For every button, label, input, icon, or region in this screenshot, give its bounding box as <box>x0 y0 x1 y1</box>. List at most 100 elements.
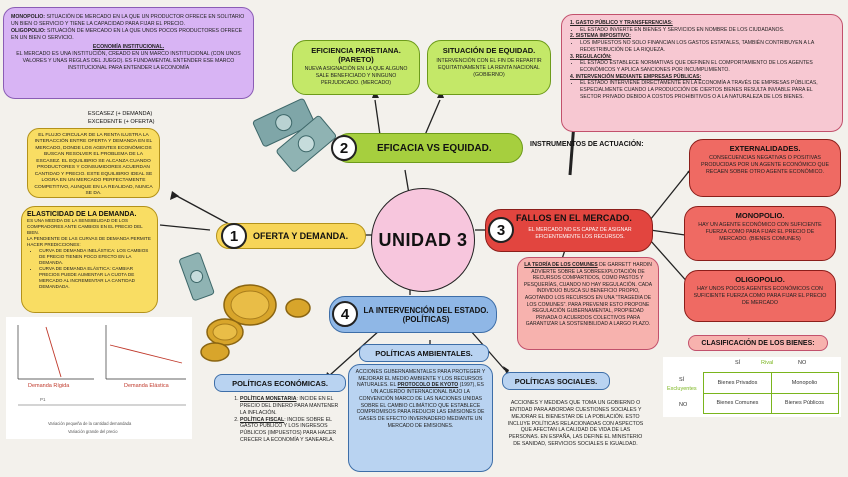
col-si-label: SÍ <box>735 360 741 366</box>
ambientales-text-2: (1997), ES UN ACUERDO INTERNACIONAL BAJO… <box>356 382 485 429</box>
elastic-demand-curve <box>109 344 183 364</box>
instrument-3-text: EL ESTADO ESTABLECE NORMATIVAS QUE DEFIN… <box>580 60 834 73</box>
elasticidad-box: ELASTICIDAD DE LA DEMANDA. ES UNA MEDIDA… <box>21 206 158 313</box>
politica-fiscal-text: : INCIDE SOBRE EL GASTO PÚBLICO Y LOS IN… <box>240 416 337 444</box>
clasificacion-title: CLASIFICACIÓN DE LOS BIENES: <box>701 339 815 347</box>
instrument-3-title: 3. REGULACIÓN: <box>570 53 612 60</box>
col-no-label: NO <box>798 360 807 366</box>
center-title: UNIDAD 3 <box>378 229 468 250</box>
hardin-title: LA TEORÍA DE LOS COMUNES <box>524 262 598 268</box>
ambientales-text-1: ACCIONES GUBERNAMENTALES PARA PROTEGER Y… <box>355 369 486 389</box>
unidad-3-center: UNIDAD 3 <box>371 188 475 292</box>
politica-monetaria-text: : INCIDE EN EL PRECIO DEL DINERO PARA MA… <box>240 396 339 416</box>
equidad-box: SITUACIÓN DE EQUIDAD. INTERVENCIÓN CON E… <box>427 40 551 95</box>
intervencion-title: LA INTERVENCIÓN DEL ESTADO. (POLÍTICAS) <box>363 305 489 324</box>
politicas-economicas-text: POLÍTICA MONETARIA: INCIDE EN EL PRECIO … <box>226 392 346 462</box>
politicas-sociales-title: POLÍTICAS SOCIALES. <box>514 376 598 386</box>
pareto-box: EFICIENCIA PARETIANA. (PARETO) NUEVA ASI… <box>292 40 420 95</box>
elasticidad-intro: ES UNA MEDIDA DE LA SENSIBILIDAD DE LOS … <box>27 218 143 235</box>
eficacia-pill: EFICACIA VS EQUIDAD. <box>334 133 523 163</box>
clasificacion-pill: CLASIFICACIÓN DE LOS BIENES: <box>688 335 828 351</box>
flujo-circular-box: EL FLUJO CIRCULAR DE LA RENTA ILUSTRA LA… <box>27 128 160 198</box>
market-definitions-box: MONOPOLIO: SITUACIÓN DE MERCADO EN LA QU… <box>3 7 254 99</box>
hardin-box: LA TEORÍA DE LOS COMUNES DE GARRETT HARD… <box>517 257 659 350</box>
bienes-comunes-cell: Bienes Comunes <box>704 393 772 413</box>
externalidades-box: EXTERNALIDADES. CONSECUENCIAS NEGATIVAS … <box>689 139 841 197</box>
flujo-circular-text: EL FLUJO CIRCULAR DE LA RENTA ILUSTRA LA… <box>34 133 153 197</box>
inelastica-bullet: CURVA DE DEMANDA INELÁSTICA: LOS CAMBIOS… <box>39 248 152 266</box>
externalidades-text: CONSECUENCIAS NEGATIVAS O POSITIVAS PROD… <box>700 155 830 175</box>
instrument-2-title: 2. SISTEMA IMPOSITIVO: <box>570 33 631 40</box>
banknotes-illustration <box>252 98 337 172</box>
politicas-sociales-text-box: ACCIONES Y MEDIDAS QUE TOMA UN GOBIERNO … <box>503 398 648 466</box>
politicas-economicas-title: POLÍTICAS ECONÓMICAS. <box>232 378 328 388</box>
instrument-2-text: LOS IMPUESTOS NO SOLO FINANCIAN LOS GAST… <box>580 40 834 53</box>
rigid-demand-curve <box>45 326 62 378</box>
oligopolio-text: HAY UNOS POCOS AGENTES ECONÓMICOS CON SU… <box>693 286 827 306</box>
externalidades-title: EXTERNALIDADES. <box>729 144 801 153</box>
fallos-title: FALLOS EN EL MERCADO. <box>516 213 632 223</box>
demanda-elastica-label: Demanda Elástica <box>124 383 169 389</box>
politicas-sociales-pill: POLÍTICAS SOCIALES. <box>502 372 610 390</box>
number-3-badge: 3 <box>488 217 514 243</box>
economia-institucional-title: ECONOMÍA INSTITUCIONAL. <box>92 44 165 51</box>
oligopolio-title: OLIGOPOLIO. <box>735 275 785 284</box>
row-excluyentes-label: Excluyentes <box>667 386 697 392</box>
oligopolio-definition: SITUACIÓN DE MERCADO EN LA QUE UNOS POCO… <box>11 27 243 41</box>
elasticity-graph: Demanda Rígida Demanda Elástica P1 Varia… <box>6 317 192 439</box>
instrumentos-box: 1. GASTO PÚBLICO Y TRANSFERENCIAS: EL ES… <box>561 14 843 132</box>
number-2-badge: 2 <box>331 135 357 161</box>
p1-label: P1 <box>40 397 46 402</box>
monopolio-title: MONOPOLIO. <box>735 211 785 220</box>
pareto-title: EFICIENCIA PARETIANA. (PARETO) <box>311 46 401 64</box>
row-si-label: SÍ <box>679 377 685 383</box>
politica-monetaria-term: POLÍTICA MONETARIA <box>240 396 297 402</box>
fallos-text: EL MERCADO NO ES CAPAZ DE ASIGNAR EFICIE… <box>528 227 632 240</box>
politicas-ambientales-pill: POLÍTICAS AMBIENTALES. <box>359 344 489 362</box>
coins-illustration <box>200 284 311 362</box>
kyoto-term: PROTOCOLO DE KYOTO <box>397 382 459 389</box>
instrumentos-label: INSTRUMENTOS DE ACTUACIÓN: <box>530 141 644 148</box>
col-rival-label: Rival <box>761 360 774 366</box>
pareto-text: NUEVA ASIGNACIÓN EN LA QUE ALGUNO SALE B… <box>304 66 408 86</box>
instrument-4-title: 4. INTERVENCIÓN MEDIANTE EMPRESAS PÚBLIC… <box>570 73 702 80</box>
monopolio-box: MONOPOLIO. HAY UN AGENTE ECONÓMICO CON S… <box>684 206 836 261</box>
instrument-1-title: 1. GASTO PÚBLICO Y TRANSFERENCIAS: <box>570 20 673 26</box>
politicas-economicas-pill: POLÍTICAS ECONÓMICAS. <box>214 374 346 392</box>
banknote-illustration <box>179 252 215 301</box>
escasez-excedente-note: ESCASEZ (+ DEMANDA) EXCEDENTE (+ OFERTA) <box>88 111 154 127</box>
escasez-line: ESCASEZ (+ DEMANDA) <box>88 111 153 117</box>
instrument-4-text: EL ESTADO INTERVIENE DIRECTAMENTE EN LA … <box>580 80 834 100</box>
instrument-1-text: EL ESTADO INVIERTE EN BIENES Y SERVICIOS… <box>580 27 834 34</box>
oferta-demanda-title: OFERTA Y DEMANDA. <box>253 231 349 241</box>
demanda-rigida-label: Demanda Rígida <box>28 383 70 389</box>
monopolio-definition: SITUACIÓN DE MERCADO EN LA QUE UN PRODUC… <box>11 14 245 27</box>
hardin-text: DE GARRETT HARDIN ADVIERTE SOBRE LA SOBR… <box>523 262 653 328</box>
oligopolio-term: OLIGOPOLIO: <box>11 27 46 34</box>
politicas-sociales-text: ACCIONES Y MEDIDAS QUE TOMA UN GOBIERNO … <box>507 400 644 448</box>
elasticidad-pendiente: LA PENDIENTE DE LAS CURVAS DE DEMANDA PE… <box>27 235 151 247</box>
monopolio-cell: Monopolio <box>771 373 838 394</box>
equidad-text: INTERVENCIÓN CON EL FIN DE REPARTIR EQUI… <box>436 58 542 78</box>
equidad-title: SITUACIÓN DE EQUIDAD. <box>442 46 536 55</box>
bienes-table: SÍ Rival NO SÍ Excluyentes NO Bienes Pri… <box>663 357 841 417</box>
bienes-privados-cell: Bienes Privados <box>704 373 772 394</box>
oligopolio-box: OLIGOPOLIO. HAY UNOS POCOS AGENTES ECONÓ… <box>684 270 836 322</box>
graph-caption-1: Variación pequeña de la cantidad demanda… <box>48 421 132 426</box>
elasticity-graph-svg <box>17 325 186 406</box>
monopolio-term: MONOPOLIO: <box>11 14 46 20</box>
bienes-publicos-cell: Bienes Públicos <box>784 400 825 406</box>
elastica-bullet: CURVA DE DEMANDA ELÁSTICA: CAMBIAR PRECI… <box>39 266 152 290</box>
number-4-badge: 4 <box>332 301 358 327</box>
monopolio-text: HAY UN AGENTE ECONÓMICO CON SUFICIENTE F… <box>698 222 822 242</box>
number-1-badge: 1 <box>221 223 247 249</box>
row-no-label: NO <box>679 402 688 408</box>
politica-fiscal-term: POLÍTICA FISCAL <box>240 416 285 423</box>
politicas-ambientales-box: ACCIONES GUBERNAMENTALES PARA PROTEGER Y… <box>348 364 493 472</box>
graph-caption-2: Variación grande del precio <box>68 429 118 434</box>
economia-institucional-text: EL MERCADO ES UNA INSTITUCIÓN, CREADO EN… <box>16 51 241 72</box>
excedente-line: EXCEDENTE (+ OFERTA) <box>88 118 155 125</box>
bienes-grid: Bienes Privados Monopolio Bienes Comunes… <box>703 372 839 414</box>
elasticidad-title: ELASTICIDAD DE LA DEMANDA. <box>27 211 137 218</box>
politicas-ambientales-title: POLÍTICAS AMBIENTALES. <box>375 348 473 358</box>
